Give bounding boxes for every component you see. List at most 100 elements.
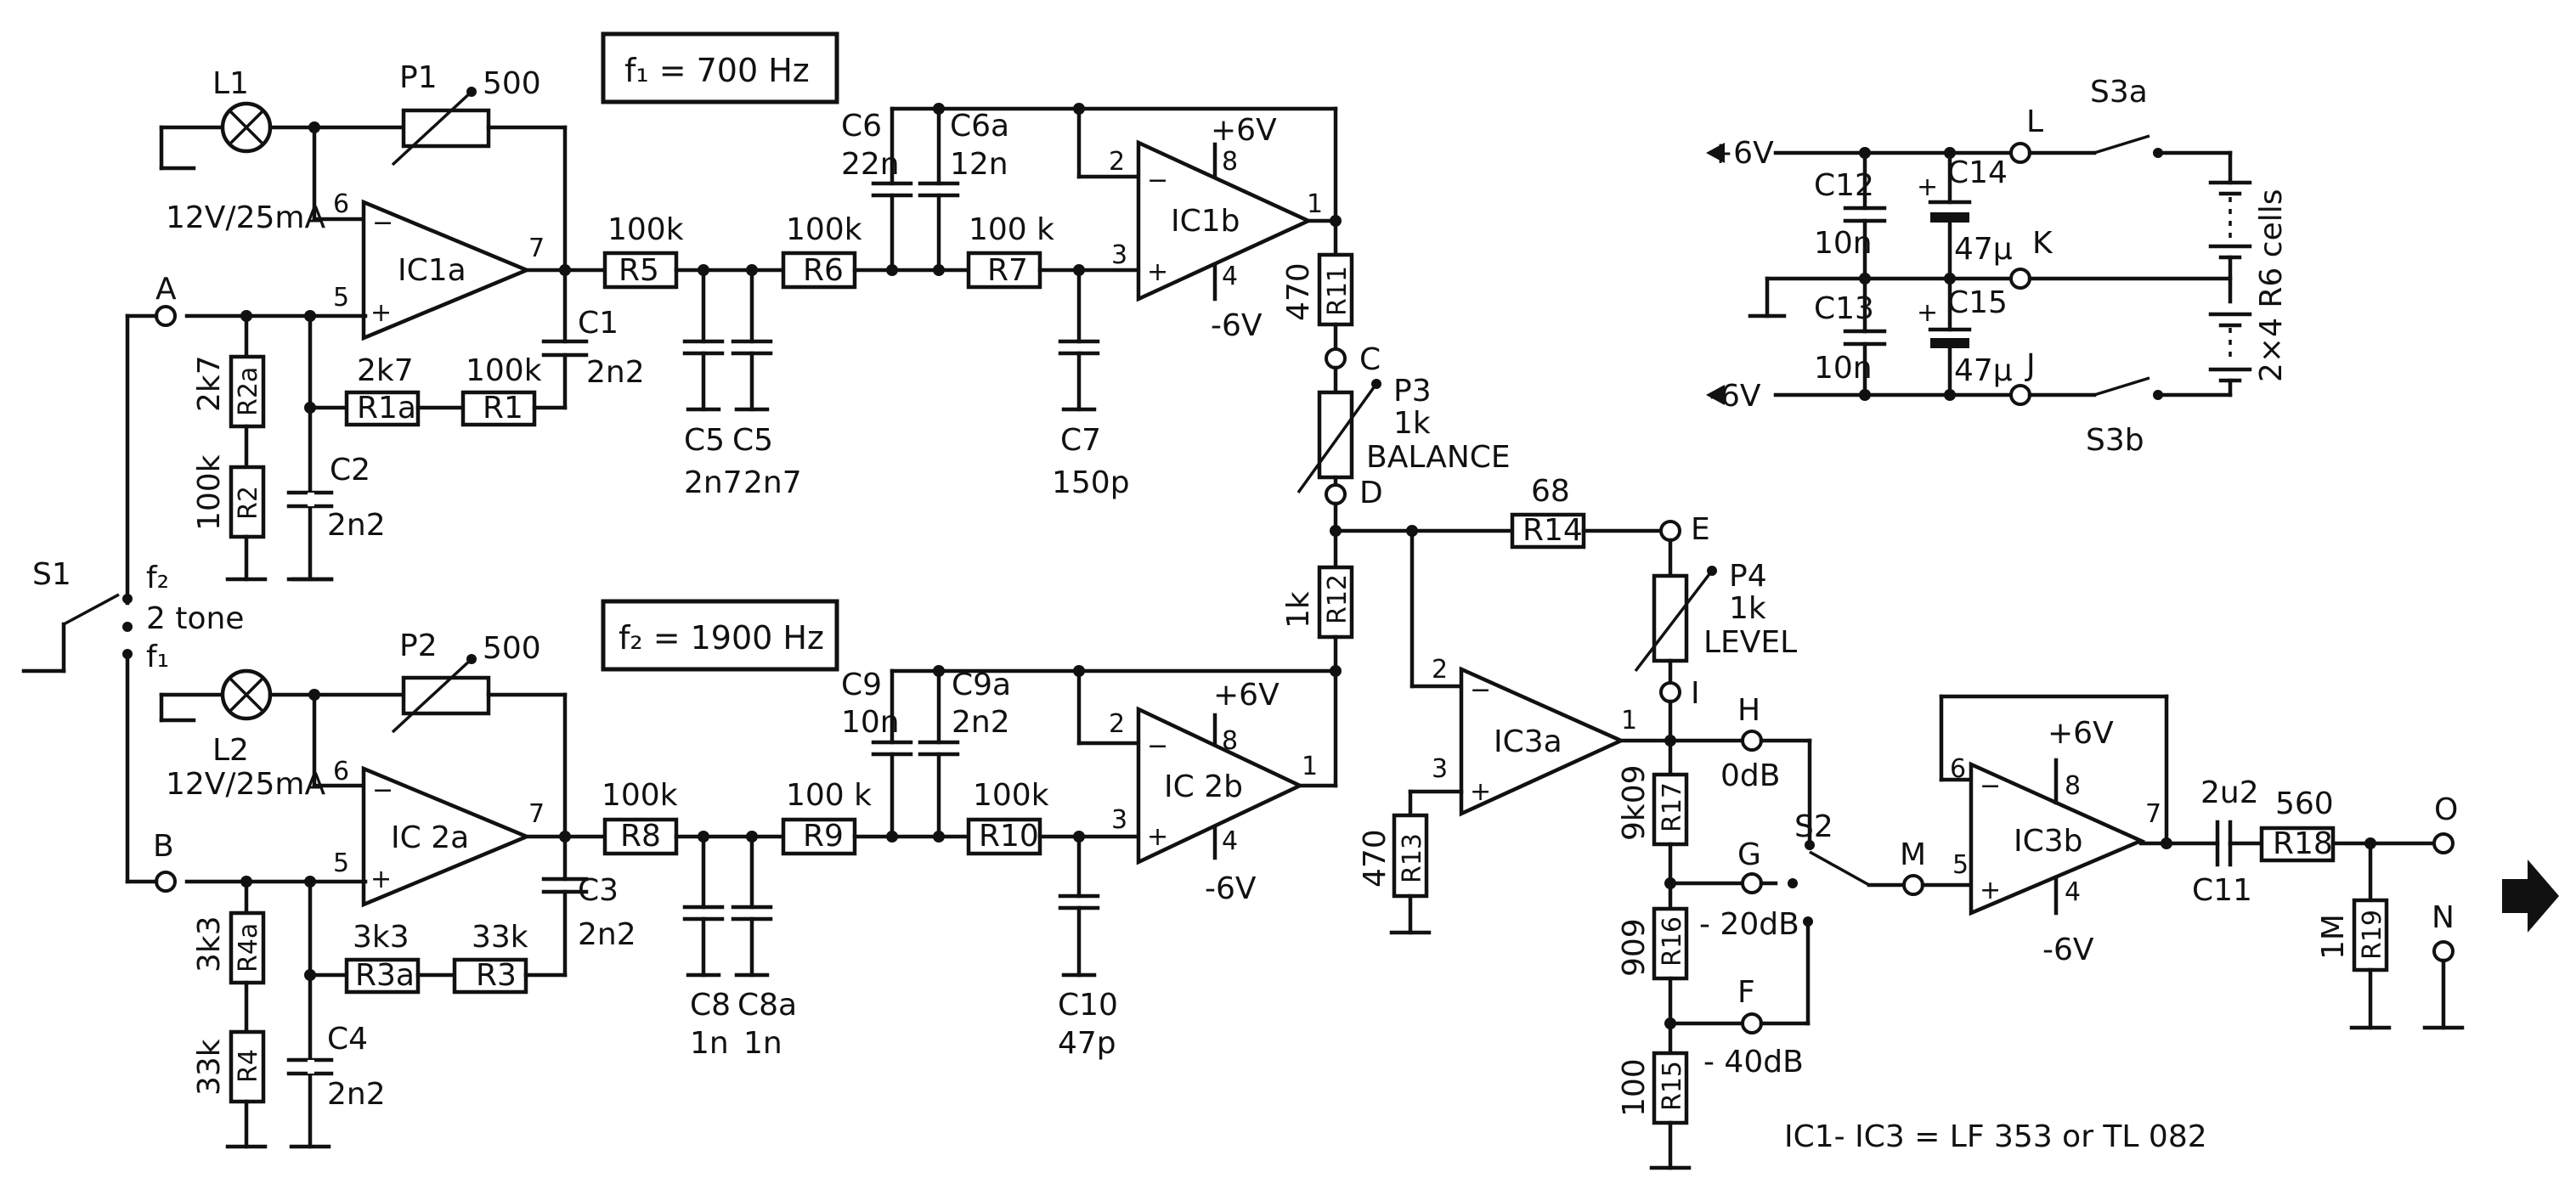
c3-label: C3	[578, 873, 619, 908]
p4-name: LEVEL	[1703, 625, 1797, 660]
r13-label: R13	[1398, 833, 1427, 883]
r2a-label: R2a	[234, 367, 263, 416]
f1-box-label: f₁ = 700 Hz	[624, 52, 810, 89]
resistor-r19	[2352, 898, 2389, 972]
r10-label: R10	[979, 819, 1039, 854]
c6a-label: C6a	[950, 109, 1009, 144]
ic1b-minus: −	[1147, 166, 1168, 195]
terminal-b-label: B	[153, 829, 174, 864]
ic2b-pin8: 8	[1222, 726, 1238, 756]
resistor-r1	[460, 390, 537, 427]
ic1b-label: IC1b	[1171, 204, 1240, 239]
ic3a-plus: +	[1470, 777, 1491, 807]
s3b-label: S3b	[2086, 423, 2144, 458]
p3-name: BALANCE	[1366, 440, 1511, 475]
c7-value: 150p	[1052, 465, 1130, 500]
ic3b-plus: +	[1980, 876, 2001, 905]
p3-label: P3	[1393, 374, 1432, 409]
terminal-o-label: O	[2434, 792, 2458, 827]
r3a-value: 3k3	[353, 920, 410, 955]
c14-value: 47µ	[1954, 232, 2013, 267]
potentiometer-p3	[1317, 390, 1354, 480]
ic2b-label: IC 2b	[1164, 769, 1243, 804]
power-supply: +6V L S3a 2×4 R6 cells K -6V	[1706, 75, 2289, 458]
ic1b-pin8: 8	[1222, 147, 1238, 177]
s2-label: S2	[1794, 809, 1833, 844]
mixer-ic3a: R14 68 E P4 1k LEVEL I IC3a − + 2 3 1 R1…	[1330, 474, 1797, 935]
ic2a-label: IC 2a	[391, 820, 469, 855]
ic3b-pin7: 7	[2145, 799, 2161, 829]
ic3a-pin2: 2	[1432, 655, 1448, 685]
r12-value: 1k	[1281, 591, 1316, 629]
r18-label: R18	[2273, 826, 2333, 861]
c9a-value: 2n2	[952, 705, 1010, 740]
r14-value: 68	[1531, 474, 1570, 509]
ic2a-pin5: 5	[333, 848, 349, 878]
ic1b-pin4: 4	[1222, 262, 1238, 291]
f1-frequency-box: f₁ = 700 Hz	[601, 31, 839, 104]
r15-label: R15	[1658, 1061, 1687, 1111]
c11-label: C11	[2192, 873, 2252, 908]
f-db-label: - 40dB	[1703, 1045, 1804, 1079]
r2-label: R2	[234, 486, 263, 520]
resistor-r9	[781, 817, 857, 856]
c13-value: 10n	[1814, 351, 1873, 386]
r4a-label: R4a	[234, 923, 263, 972]
c5a-label: C5	[684, 423, 725, 458]
r14-label: R14	[1522, 513, 1583, 548]
terminal-h-label: H	[1737, 693, 1760, 728]
terminal-k-label: K	[2032, 226, 2053, 261]
neg-rail-arrow-icon	[1706, 385, 1725, 405]
c2-label: C2	[330, 453, 370, 488]
ic2a-pin7: 7	[528, 799, 545, 829]
r16-value: 909	[1617, 918, 1652, 977]
c12-value: 10n	[1814, 226, 1873, 261]
c15-plus: +	[1917, 298, 1938, 328]
oscillator-ic1a: L1 12V/25mA P1 500 IC1a − + 6 5 7 C1 2n2	[125, 60, 645, 606]
r5-value: 100k	[607, 212, 684, 247]
r4-value: 33k	[192, 1039, 227, 1096]
c15-label: C15	[1947, 285, 2008, 320]
f2-box-label: f₂ = 1900 Hz	[619, 619, 824, 657]
resistor-r5	[602, 251, 679, 290]
terminal-e-label: E	[1691, 512, 1710, 547]
c15-value: 47µ	[1954, 353, 2013, 388]
h-db-label: 0dB	[1720, 758, 1780, 793]
ic3a-pin1: 1	[1621, 706, 1637, 736]
c8a-value: 1n	[743, 1026, 782, 1061]
r4-label: R4	[234, 1049, 263, 1083]
c5a-value: 2n7	[684, 465, 743, 500]
ic3b-label: IC3b	[2014, 824, 2083, 859]
r10-value: 100k	[973, 778, 1049, 813]
ic1a-pin6: 6	[333, 189, 349, 219]
c4-label: C4	[327, 1022, 368, 1057]
terminal-m-label: M	[1900, 837, 1926, 872]
c5b-label: C5	[732, 423, 773, 458]
r16-label: R16	[1658, 916, 1687, 967]
c8-value: 1n	[690, 1026, 729, 1061]
ic2a-minus: −	[372, 775, 393, 805]
c10-label: C10	[1058, 988, 1118, 1023]
c9a-label: C9a	[952, 668, 1011, 702]
pos-rail-arrow-icon	[1706, 143, 1725, 163]
c12-label: C12	[1814, 168, 1874, 203]
r3-value: 33k	[472, 920, 528, 955]
ic3a-minus: −	[1470, 675, 1491, 705]
r4a-value: 3k3	[192, 916, 227, 972]
r9-label: R9	[803, 819, 844, 854]
c9-label: C9	[841, 668, 882, 702]
r19-value: 1M	[2316, 914, 2351, 960]
battery-cells-label: 2×4 R6 cells	[2254, 189, 2289, 382]
s1-f1-label: f₁	[146, 640, 169, 674]
p4-value: 1k	[1729, 591, 1766, 626]
resistor-r7	[966, 251, 1042, 290]
c9-value: 10n	[841, 705, 900, 740]
oscillator-ic2a: L2 12V/25mA P2 500 IC 2a − + 6 5 7 C3 2n…	[125, 629, 636, 1149]
switch-s1: S1 f₂ 2 tone f₁	[21, 557, 244, 674]
c6-label: C6	[841, 109, 882, 144]
ic2b-minus: −	[1147, 731, 1168, 761]
ic-footnote: IC1- IC3 = LF 353 or TL 082	[1784, 1119, 2207, 1154]
ic2b-pos-supply: +6V	[1213, 678, 1280, 713]
p1-label: P1	[399, 60, 438, 95]
